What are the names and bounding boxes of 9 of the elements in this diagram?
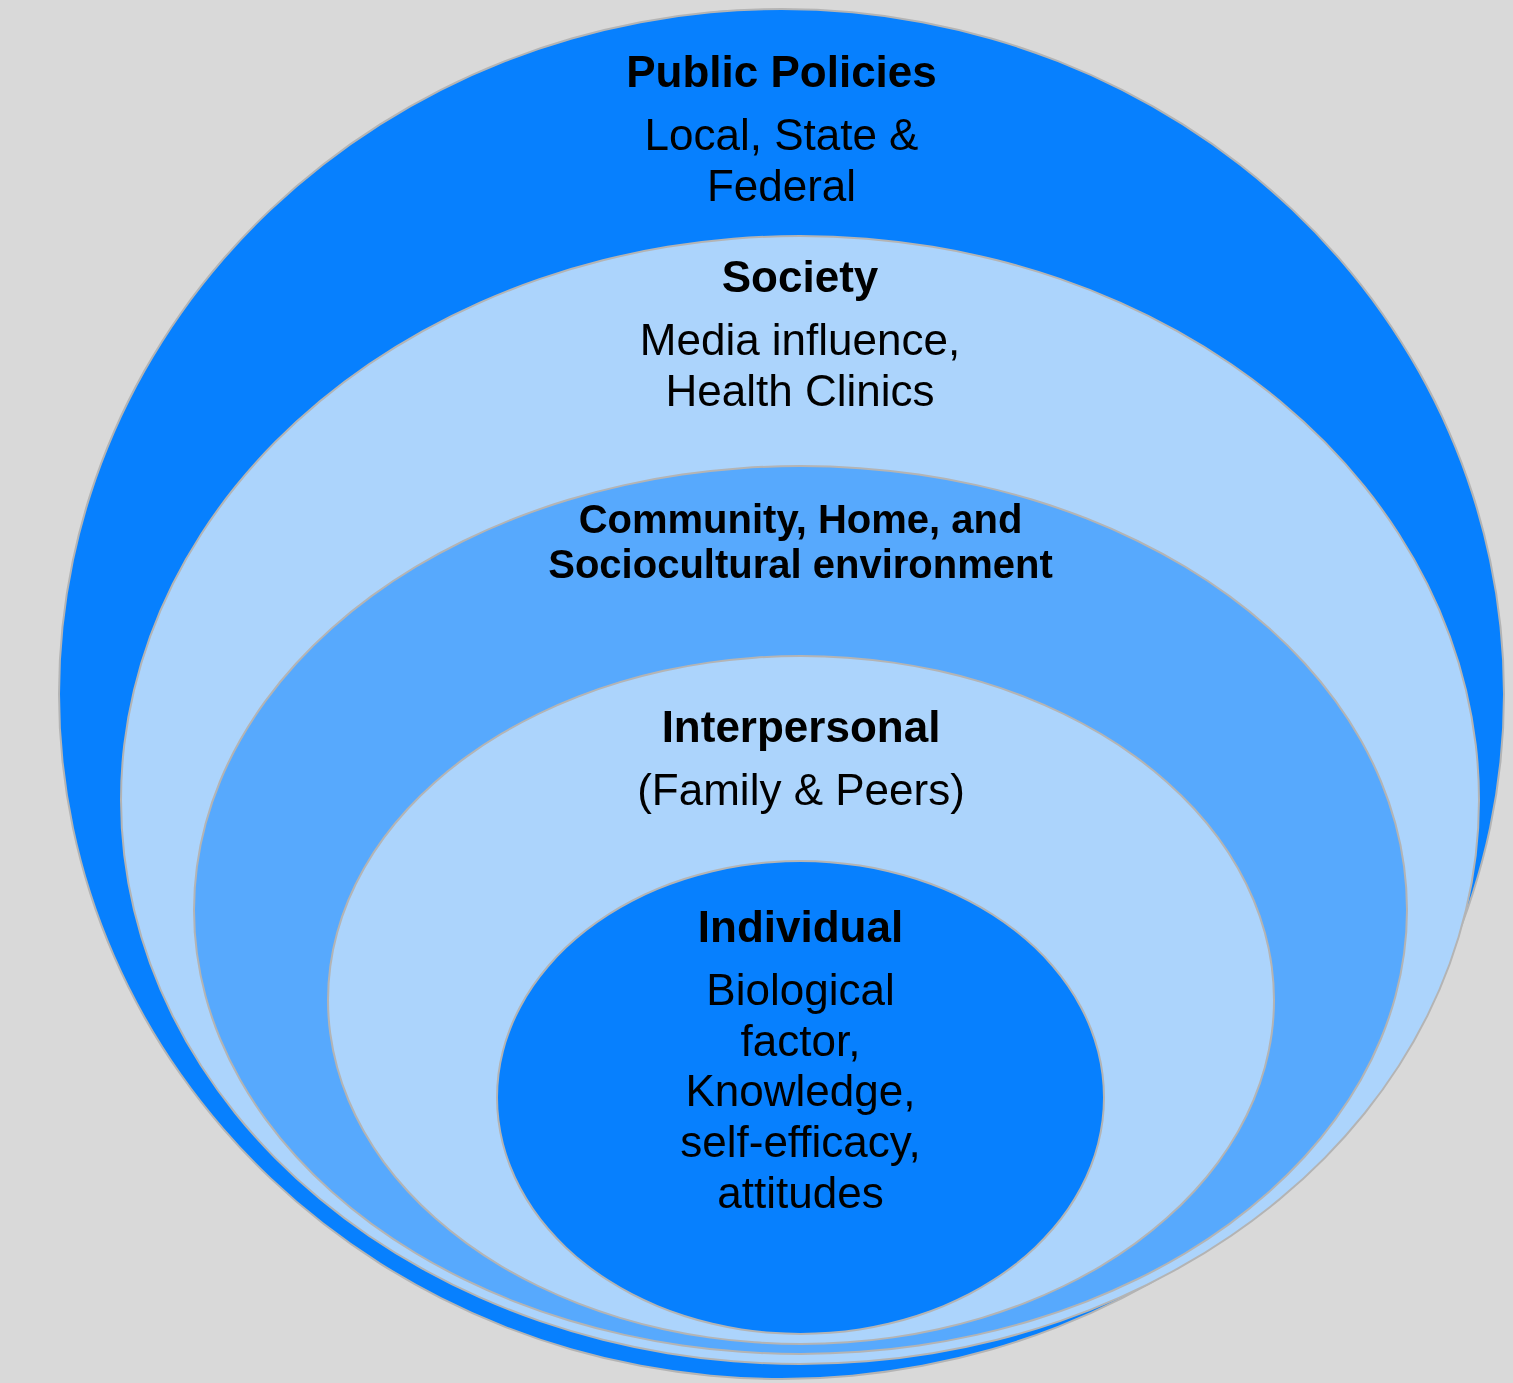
layer-title: Community, Home, and Sociocultural environment (547, 497, 1054, 587)
layer-title: Public Policies (626, 47, 937, 97)
layer-title: Individual (697, 902, 904, 952)
layer-description: Media influence, Health Clinics (638, 315, 962, 417)
layer-description: Biological factor, Knowledge, self-efficacy, attitudes (679, 965, 922, 1219)
layer-description: (Family & Peers) (637, 765, 965, 816)
layer-description: Local, State & Federal (643, 110, 920, 212)
layer-title: Society (721, 252, 879, 302)
layer-title: Interpersonal (661, 702, 941, 752)
